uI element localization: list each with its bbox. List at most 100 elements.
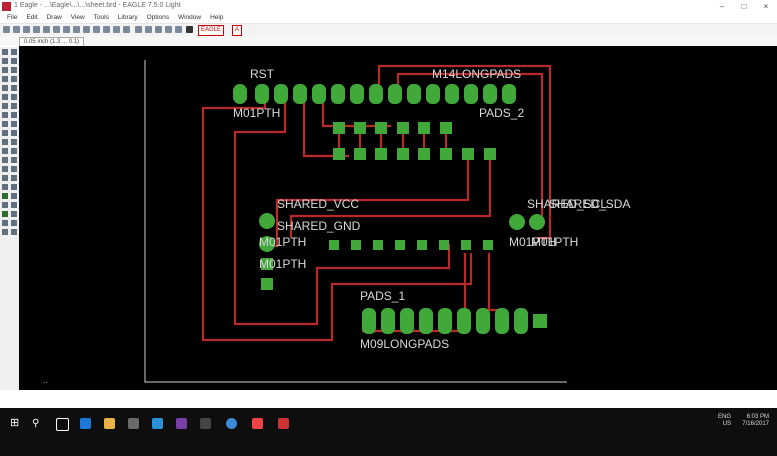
mirror-tool-icon[interactable] <box>2 76 8 82</box>
label-m01pth-right2: M01PTH <box>531 235 578 249</box>
eagle-icon[interactable] <box>252 418 263 429</box>
task-view-icon[interactable] <box>56 418 69 431</box>
text-tool-icon[interactable] <box>2 148 8 154</box>
add-tool-icon[interactable] <box>2 103 8 109</box>
layer-tool-icon[interactable] <box>11 211 17 217</box>
search-icon[interactable]: ⚲ <box>32 418 40 429</box>
redraw-icon[interactable] <box>113 26 120 33</box>
smd-row-lower <box>333 148 496 160</box>
via-tool-icon[interactable] <box>11 166 17 172</box>
run-icon[interactable] <box>63 26 70 33</box>
cam-icon[interactable] <box>33 26 40 33</box>
menu-view[interactable]: View <box>70 14 85 21</box>
errors-tool-icon[interactable] <box>2 211 8 217</box>
drc-tool-icon[interactable] <box>11 202 17 208</box>
pad <box>329 240 339 250</box>
ripup-tool-icon[interactable] <box>2 139 8 145</box>
menu-library[interactable]: Library <box>117 14 138 21</box>
schematic-icon[interactable] <box>43 26 50 33</box>
erc-tool-icon[interactable] <box>2 202 8 208</box>
group-tool-icon[interactable] <box>2 85 8 91</box>
cancel-icon[interactable] <box>155 26 162 33</box>
circle-tool-icon[interactable] <box>11 148 17 154</box>
mark-tool-icon[interactable] <box>11 58 17 64</box>
move-tool-icon[interactable] <box>2 67 8 73</box>
clock[interactable]: 6:03 PM 7/16/2017 <box>742 414 769 428</box>
edge-icon[interactable] <box>80 418 91 429</box>
display-tool-icon[interactable] <box>2 58 8 64</box>
signal-tool-icon[interactable] <box>2 175 8 181</box>
menu-tools[interactable]: Tools <box>93 14 109 21</box>
menu-edit[interactable]: Edit <box>26 14 38 21</box>
pad <box>407 84 421 104</box>
file-explorer-icon[interactable] <box>104 418 115 429</box>
arc-tool-icon[interactable] <box>2 157 8 163</box>
visual-studio-icon[interactable] <box>152 418 163 429</box>
info-tool-icon[interactable] <box>2 49 8 55</box>
menu-draw[interactable]: Draw <box>46 14 62 21</box>
open-icon[interactable] <box>3 26 10 33</box>
miter-tool-icon[interactable] <box>11 220 17 226</box>
copy-tool-icon[interactable] <box>11 67 17 73</box>
delete-tool-icon[interactable] <box>11 94 17 100</box>
measure-tool-icon[interactable] <box>11 229 17 235</box>
drc-button[interactable]: EAGLE <box>198 25 225 36</box>
value-tool-icon[interactable] <box>11 112 17 118</box>
auto-tool-icon[interactable] <box>11 193 17 199</box>
hole-tool-icon[interactable] <box>11 175 17 181</box>
lock-tool-icon[interactable] <box>2 229 8 235</box>
undo-icon[interactable] <box>135 26 142 33</box>
calendar-icon[interactable] <box>176 418 187 429</box>
erc-button[interactable]: A <box>232 25 243 36</box>
menu-window[interactable]: Window <box>177 14 202 21</box>
wire-tool-icon[interactable] <box>11 139 17 145</box>
rotate-tool-icon[interactable] <box>11 76 17 82</box>
system-tray[interactable]: ENG US <box>718 414 731 428</box>
show-tool-icon[interactable] <box>11 49 17 55</box>
chrome-icon[interactable] <box>226 418 237 429</box>
menu-options[interactable]: Options <box>146 14 170 21</box>
pad <box>261 258 273 270</box>
windows-icon[interactable]: ⊞ <box>10 417 20 429</box>
close-button[interactable]: × <box>763 2 769 11</box>
trace <box>289 154 492 238</box>
zoom-select-icon[interactable] <box>123 26 130 33</box>
change-tool-icon[interactable] <box>11 85 17 91</box>
store-icon[interactable] <box>128 418 139 429</box>
go-icon[interactable] <box>165 26 172 33</box>
replace-tool-icon[interactable] <box>11 103 17 109</box>
paste-tool-icon[interactable] <box>2 94 8 100</box>
dimension-tool-icon[interactable] <box>11 184 17 190</box>
script-icon[interactable] <box>53 26 60 33</box>
ulp-tool-icon[interactable] <box>2 220 8 226</box>
zoom-in-icon[interactable] <box>83 26 90 33</box>
eagle-active-icon[interactable] <box>278 418 289 429</box>
settings-icon[interactable] <box>200 418 211 429</box>
print-icon[interactable] <box>23 26 30 33</box>
pad <box>354 122 366 134</box>
zoom-prev-icon[interactable] <box>103 26 110 33</box>
attribute-tool-icon[interactable] <box>2 184 8 190</box>
minimize-button[interactable]: – <box>719 2 725 11</box>
help-icon[interactable] <box>186 26 193 33</box>
rect-tool-icon[interactable] <box>11 157 17 163</box>
label-shared-sda: SHARED_SDA <box>549 197 630 211</box>
maximize-button[interactable]: □ <box>741 2 747 11</box>
zoom-fit-icon[interactable] <box>73 26 80 33</box>
menu-file[interactable]: File <box>7 14 18 21</box>
smash-tool-icon[interactable] <box>2 121 8 127</box>
split-tool-icon[interactable] <box>11 121 17 127</box>
optimize-tool-icon[interactable] <box>2 130 8 136</box>
stop-icon[interactable] <box>175 26 182 33</box>
route-tool-icon[interactable] <box>11 130 17 136</box>
board-canvas[interactable]: .. <box>19 46 777 390</box>
redo-icon[interactable] <box>145 26 152 33</box>
menu-help[interactable]: Help <box>210 14 224 21</box>
pad <box>440 148 452 160</box>
tool-palette <box>0 47 19 390</box>
ratsnest-tool-icon[interactable] <box>2 193 8 199</box>
polygon-tool-icon[interactable] <box>2 166 8 172</box>
save-icon[interactable] <box>13 26 20 33</box>
name-tool-icon[interactable] <box>2 112 8 118</box>
zoom-out-icon[interactable] <box>93 26 100 33</box>
